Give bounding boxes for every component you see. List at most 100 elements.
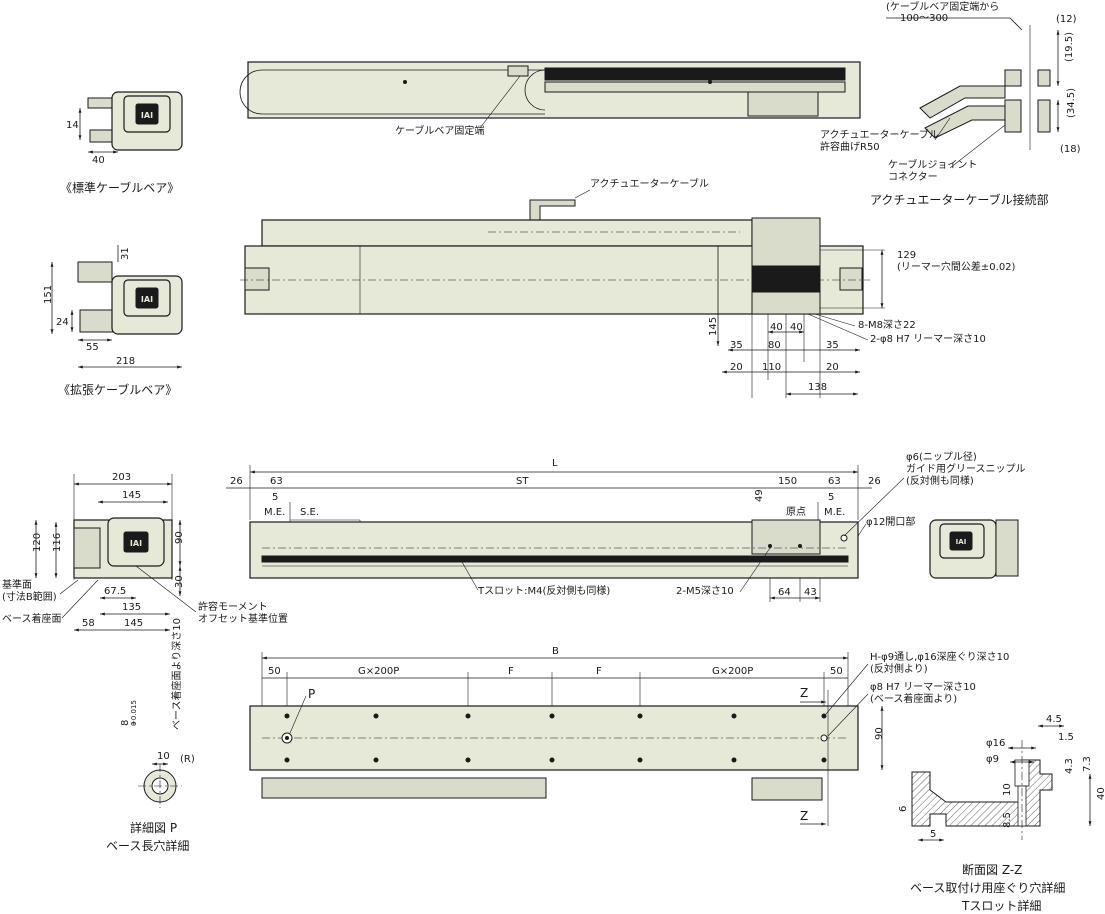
leader-line <box>843 477 905 537</box>
moment-2: オフセット基準位置 <box>198 612 288 625</box>
dim-ST: ST <box>516 476 529 487</box>
actuator-cable-2: 許容曲げR50 <box>820 140 880 153</box>
dim-34-5: (34.5) <box>1066 88 1077 118</box>
opening: φ12開口部 <box>866 515 915 528</box>
mount-hole-icon <box>549 757 555 763</box>
section-title-1: 断面図 Z-Z <box>962 862 1022 877</box>
holes-2: (反対側より) <box>870 662 928 675</box>
phi9: φ9 <box>986 754 999 765</box>
gx200p-b: G×200P <box>712 666 753 677</box>
dim-26b: 26 <box>868 476 881 487</box>
connector-lower <box>1004 99 1022 133</box>
joint-2: コネクター <box>888 171 938 183</box>
mount-hole-icon <box>284 757 290 763</box>
nipple-2: ガイド用グリースニップル <box>906 462 1026 475</box>
mount-hole-icon <box>465 757 471 763</box>
depth-note: ベース着座面より深さ10 <box>170 618 183 730</box>
note-phi8: 2-φ8 H7 リーマー深さ10 <box>870 333 986 345</box>
leader-line <box>135 565 197 613</box>
dim-20b: 20 <box>826 362 839 373</box>
end-bracket <box>995 519 1019 577</box>
leader-line <box>886 17 1023 31</box>
dim-10: 10 <box>157 751 170 762</box>
dim-31: 31 <box>120 247 131 260</box>
detail-p: 8 +0.015 0 ベース着座面より深さ10 10 (R) 詳細図 P ベース… <box>106 618 195 853</box>
reamer-2: (ベース着座面より) <box>870 692 957 705</box>
dim-5a: 5 <box>272 492 278 503</box>
slider-top <box>747 91 819 117</box>
dim-10: 10 <box>1002 783 1013 796</box>
dim-7-3: 7.3 <box>1082 756 1093 772</box>
dim-129: 129 <box>897 250 916 261</box>
mount-hole-icon <box>821 713 827 719</box>
z-bottom: Z <box>800 809 808 823</box>
connector-upper <box>1004 69 1022 87</box>
mount-hole-icon <box>637 713 643 719</box>
section-title-3: Tスロット詳細 <box>961 898 1041 913</box>
end-view: 203 145 IAI 120 116 90 30 67.5 135 58 14… <box>2 472 288 632</box>
dim-26a: 26 <box>230 476 243 487</box>
connector-face-lower <box>1037 99 1051 133</box>
leader-line <box>739 547 771 593</box>
bear-loop-left <box>239 69 263 115</box>
dim-4-5: 4.5 <box>1046 714 1062 725</box>
mount-hole-icon <box>465 713 471 719</box>
f-b: F <box>596 666 602 677</box>
mount-hole-icon <box>821 757 827 763</box>
end-cap-right <box>839 267 863 291</box>
dim-80: 80 <box>768 340 781 351</box>
note-from-fixed-2: 100～300 <box>900 13 948 24</box>
joint-1: ケーブルジョイント <box>888 158 977 171</box>
nipple-3: (反対側も同様) <box>906 474 974 487</box>
nipple-1: φ6(ニップル径) <box>906 450 977 463</box>
screw-icon <box>798 544 802 548</box>
logo-plate <box>123 531 149 553</box>
side-view: L 26 63 ST 150 63 26 5 5 M.E. S.E. 原点 M.… <box>226 450 1026 602</box>
dim-145: 145 <box>708 317 719 336</box>
moment-1: 許容モーメント <box>198 600 268 613</box>
leader-line <box>807 313 869 341</box>
standard-bear-caption: 《標準ケーブルベア》 <box>60 180 179 195</box>
t-slot-label: Tスロット:M4(反対側も同様) <box>477 584 610 597</box>
section-profile <box>911 759 1053 827</box>
dim-138: 138 <box>808 382 827 393</box>
dim-30: 30 <box>174 575 185 588</box>
dim-145b: 145 <box>124 618 143 629</box>
actuator-cable-1: アクチュエーターケーブル <box>820 128 939 141</box>
bear-loop <box>524 69 546 111</box>
dim-120: 120 <box>32 533 43 552</box>
logo-plate <box>949 531 973 551</box>
mount-hole-icon <box>284 713 290 719</box>
bear-fixed-end <box>507 65 529 77</box>
dim-135: 135 <box>122 602 141 613</box>
dim-218: 218 <box>116 356 135 367</box>
leader-line <box>59 579 79 595</box>
leader-line <box>461 561 479 591</box>
dim-145a: 145 <box>122 490 141 501</box>
mount-hole-icon <box>731 713 737 719</box>
dim-64: 64 <box>778 587 791 598</box>
logo-plate <box>135 287 159 309</box>
leader-line <box>857 523 867 537</box>
end-cap-left <box>244 267 270 291</box>
holes-1: H-φ9通し,φ16深座ぐり深さ10 <box>870 650 1009 663</box>
label-cable-fixed: ケーブルベア固定端 <box>395 124 484 137</box>
dim-35a: 35 <box>730 340 743 351</box>
section-title-2: ベース取付け用座ぐり穴詳細 <box>910 880 1065 895</box>
leader-line <box>574 189 591 199</box>
bottom-view: B 50 G×200P F F G×200P 50 P <box>249 646 1009 826</box>
dim-110: 110 <box>762 362 781 373</box>
dim-8: 8 <box>120 720 131 726</box>
cable-bear-mid <box>544 81 846 93</box>
dim-67-5: 67.5 <box>104 586 126 597</box>
ref-face-2: (寸法B範囲) <box>2 590 57 603</box>
extended-bear-view: IAI 151 31 24 55 218 《拡張ケーブルベア》 <box>43 245 183 397</box>
dim-B: B <box>552 646 559 657</box>
bolt-icon <box>403 80 407 84</box>
dim-14: 14 <box>66 120 79 131</box>
dim-49: 49 <box>754 489 765 502</box>
standard-bear-view: IAI 14 40 《標準ケーブルベア》 <box>60 91 183 195</box>
connection-title: アクチュエーターケーブル接続部 <box>870 192 1049 207</box>
origin: 原点 <box>786 506 806 518</box>
